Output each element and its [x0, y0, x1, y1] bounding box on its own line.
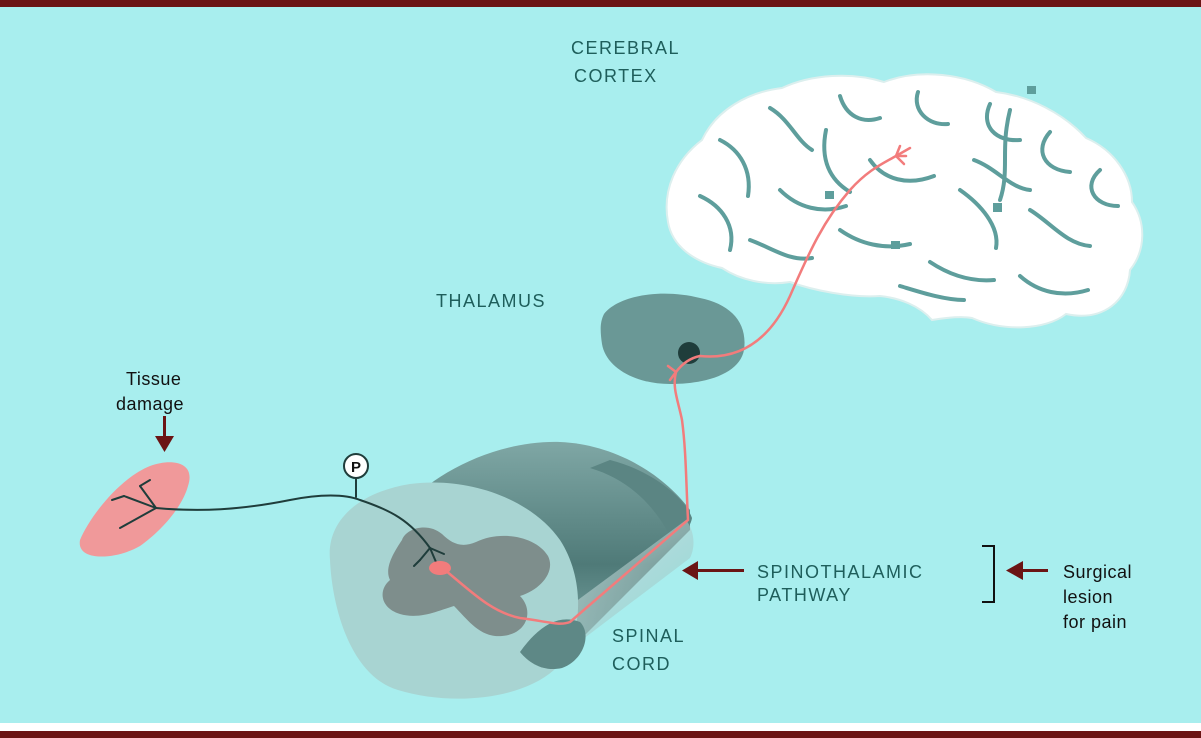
spinothalamic-label: SPINOTHALAMIC: [757, 562, 924, 582]
for-pain-label: for pain: [1063, 612, 1127, 632]
lesion-label: lesion: [1063, 587, 1113, 607]
brain-spot: [825, 191, 834, 199]
spinal-label: SPINAL: [612, 626, 685, 646]
bottom-frame-shadow: [0, 723, 1201, 731]
surgical-label: Surgical: [1063, 562, 1132, 582]
brain-spot: [1027, 86, 1036, 94]
brain-spot: [993, 203, 1002, 212]
thalamus-label: THALAMUS: [436, 291, 546, 311]
top-frame-border: [0, 0, 1201, 7]
cerebral-label: CEREBRAL: [571, 38, 680, 58]
neuron-marker-label: P: [351, 459, 361, 476]
cortex-label: CORTEX: [574, 66, 658, 86]
bottom-frame-border: [0, 731, 1201, 738]
dorsal-horn-synapse: [429, 561, 451, 575]
pathway-label: PATHWAY: [757, 585, 852, 605]
damage-label: damage: [116, 394, 184, 414]
tissue-label: Tissue: [126, 369, 181, 389]
brain-spot: [891, 241, 900, 249]
cord-label: CORD: [612, 654, 671, 674]
